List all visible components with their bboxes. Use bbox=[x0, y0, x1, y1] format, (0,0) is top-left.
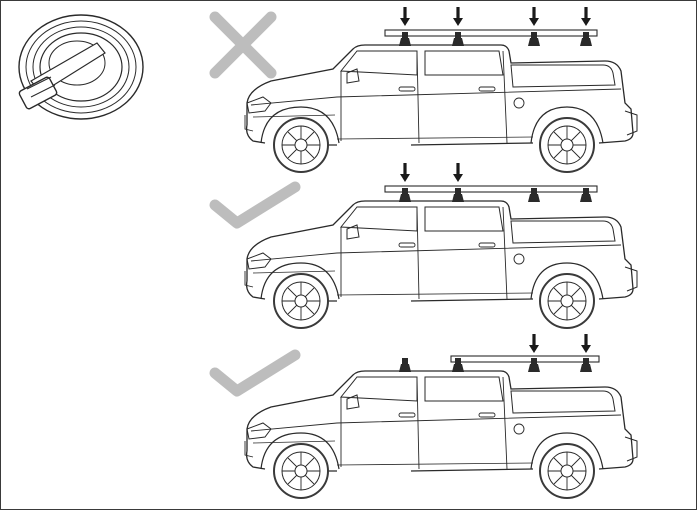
crossbar bbox=[385, 186, 597, 192]
pressure-arrow bbox=[581, 334, 591, 353]
crossbar bbox=[385, 30, 597, 36]
rack-foot bbox=[399, 358, 411, 372]
check-icon bbox=[215, 355, 295, 391]
pressure-arrow bbox=[581, 7, 591, 26]
pressure-arrow bbox=[453, 7, 463, 26]
panel-incorrect bbox=[215, 7, 637, 172]
panel-correct-front bbox=[215, 163, 637, 328]
pressure-arrow bbox=[529, 7, 539, 26]
pressure-arrow bbox=[400, 163, 410, 182]
crossbar bbox=[451, 356, 599, 362]
pressure-arrow bbox=[529, 334, 539, 353]
pressure-arrow bbox=[400, 7, 410, 26]
panel-correct-rear bbox=[215, 334, 637, 498]
pickup-truck bbox=[245, 371, 637, 498]
pickup-truck bbox=[245, 201, 637, 328]
cross-icon bbox=[215, 17, 271, 73]
ratchet-strap-icon bbox=[18, 15, 143, 119]
pressure-arrow bbox=[453, 163, 463, 182]
pickup-truck bbox=[245, 45, 637, 172]
check-icon bbox=[215, 187, 295, 223]
